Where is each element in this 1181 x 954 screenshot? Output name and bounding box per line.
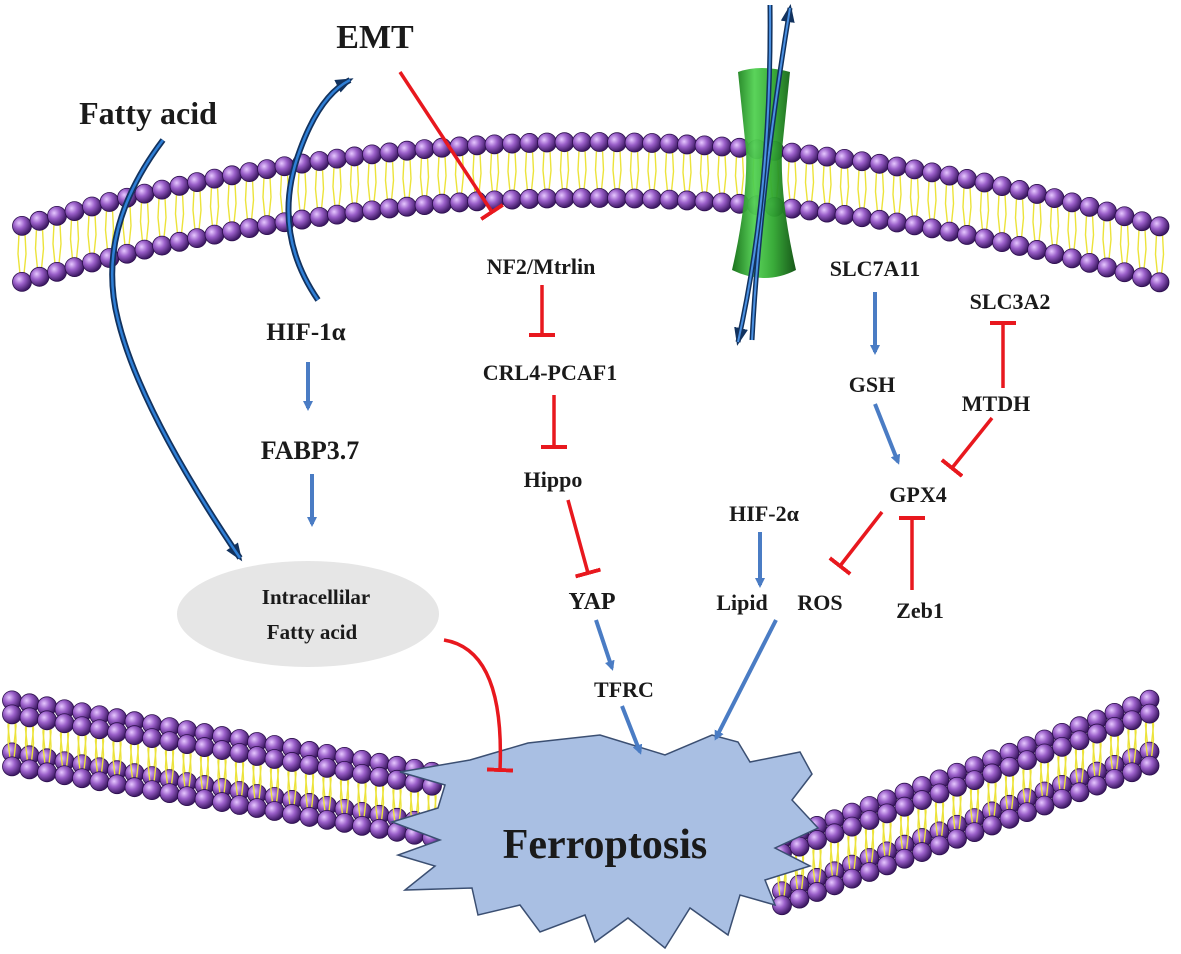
label-slc3a2: SLC3A2 [970, 289, 1051, 314]
label-mtdh: MTDH [962, 391, 1030, 416]
label-lipid: Lipid [716, 590, 767, 615]
arrow-yap-tfrc [594, 619, 615, 671]
ferroptosis-burst [389, 734, 820, 950]
label-crl4: CRL4-PCAF1 [483, 360, 617, 385]
activation-arrows [303, 292, 901, 755]
inhibit-emt-nf2 [398, 71, 504, 221]
label-nf2: NF2/Mtrlin [487, 254, 596, 279]
intracellular-fatty-acid-ellipse [177, 561, 439, 667]
label-gpx4: GPX4 [889, 482, 946, 507]
arrow-ros-ferroptosis [714, 619, 778, 741]
label-slc7a11: SLC7A11 [830, 256, 920, 281]
inhibit-fattyacid-ferroptosis [443, 638, 514, 773]
bottom-left-membrane-back [2, 704, 442, 848]
inhibit-gpx4-ros [828, 510, 884, 576]
bottom-right-membrane-back [772, 703, 1160, 916]
label-gsh: GSH [849, 372, 895, 397]
arrow-gsh-gpx4 [873, 403, 901, 465]
label-hif2a: HIF-2α [729, 501, 799, 526]
inhibit-mtdh-gpx4 [940, 416, 994, 478]
label-yap: YAP [568, 589, 615, 615]
inhibit-hippo-yap [566, 499, 602, 579]
label-intracellular-line2: Fatty acid [267, 620, 358, 644]
label-hif1a: HIF-1α [266, 319, 345, 346]
label-zeb1: Zeb1 [896, 598, 944, 623]
label-ros: ROS [797, 590, 842, 615]
label-fabp: FABP3.7 [261, 436, 359, 465]
label-fatty-acid: Fatty acid [79, 95, 217, 131]
cell-membranes [2, 132, 1170, 916]
ion-channel [732, 4, 796, 346]
label-tfrc: TFRC [594, 677, 654, 702]
label-ferroptosis: Ferroptosis [503, 822, 708, 868]
arrow-tfrc-ferroptosis [620, 705, 643, 755]
label-hippo: Hippo [524, 467, 583, 492]
label-emt: EMT [336, 19, 414, 56]
label-intracellular-line1: Intracellilar [262, 585, 370, 609]
inhibition-lines [398, 71, 1016, 773]
bottom-right-membrane [772, 689, 1160, 902]
